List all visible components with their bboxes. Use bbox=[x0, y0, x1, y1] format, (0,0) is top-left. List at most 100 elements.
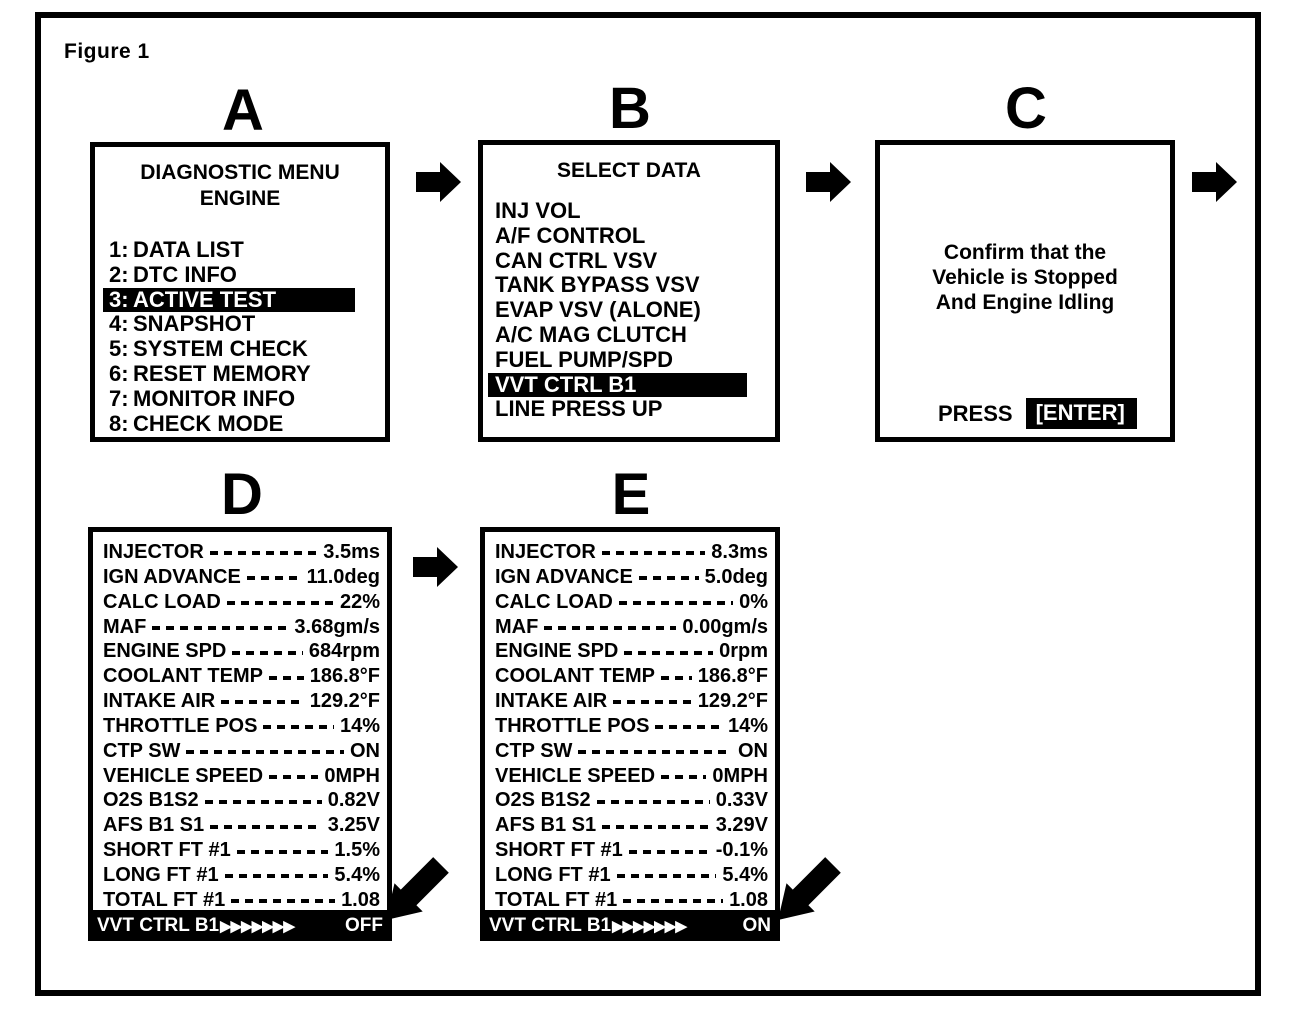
flow-arrow-d-to-e-icon bbox=[413, 547, 458, 587]
row-label: THROTTLE POS bbox=[495, 714, 650, 737]
dash-leader bbox=[661, 775, 707, 780]
menu-item-data-list: 1:DATA LIST bbox=[103, 237, 355, 263]
dash-leader bbox=[628, 849, 710, 854]
row-label: INTAKE AIR bbox=[103, 690, 216, 713]
vvt-status-bar-off: VVT CTRL B1 ▶▶▶▶▶▶▶ OFF bbox=[88, 910, 392, 941]
menu-item-label: ACTIVE TEST bbox=[133, 286, 277, 312]
confirm-message: Confirm that the Vehicle is Stopped And … bbox=[880, 240, 1170, 315]
row-label: LONG FT #1 bbox=[495, 863, 611, 886]
row-value: 1.5% bbox=[334, 839, 380, 862]
dash-leader bbox=[596, 799, 710, 804]
data-row-intake-air: INTAKE AIR 129.2°F bbox=[93, 689, 387, 714]
press-enter-row: PRESS [ENTER] bbox=[938, 398, 1137, 429]
screen-a-title: DIAGNOSTIC MENU ENGINE bbox=[95, 147, 385, 212]
dash-leader bbox=[226, 601, 334, 606]
dash-leader bbox=[152, 625, 289, 630]
data-row-engine-spd: ENGINE SPD 0rpm bbox=[485, 639, 775, 664]
row-value: 684rpm bbox=[308, 640, 380, 663]
step-label-a: A bbox=[222, 78, 264, 143]
dash-leader bbox=[236, 849, 329, 854]
row-value: 0% bbox=[739, 590, 768, 613]
flow-arrow-a-to-b-icon bbox=[416, 162, 461, 202]
row-value: -0.1% bbox=[715, 839, 768, 862]
menu-item-number: 5: bbox=[109, 336, 129, 362]
menu-item-label: DTC INFO bbox=[133, 261, 237, 287]
row-label: SHORT FT #1 bbox=[103, 839, 231, 862]
select-item-fuel-pump-spd: FUEL PUMP/SPD bbox=[495, 346, 674, 372]
enter-key-chip: [ENTER] bbox=[1025, 398, 1137, 429]
vvt-status-bar-on: VVT CTRL B1 ▶▶▶▶▶▶▶ ON bbox=[480, 910, 780, 941]
row-label: ENGINE SPD bbox=[495, 640, 619, 663]
dash-leader bbox=[624, 650, 714, 655]
press-label: PRESS bbox=[938, 400, 1013, 426]
dash-leader bbox=[661, 675, 692, 680]
row-value: 186.8°F bbox=[697, 665, 768, 688]
row-label: CTP SW bbox=[103, 739, 181, 762]
select-item-can-ctrl-vsv: CAN CTRL VSV bbox=[495, 247, 658, 273]
row-value: ON bbox=[350, 739, 380, 762]
row-value: 5.4% bbox=[334, 863, 380, 886]
menu-item-label: SYSTEM CHECK bbox=[133, 336, 308, 362]
status-value: ON bbox=[742, 914, 772, 936]
confirm-message-line3: And Engine Idling bbox=[935, 291, 1115, 314]
row-value: 0rpm bbox=[719, 640, 768, 663]
row-label: IGN ADVANCE bbox=[103, 565, 241, 588]
dash-leader bbox=[638, 576, 699, 581]
row-value: 14% bbox=[339, 714, 380, 737]
row-value: 0.82V bbox=[327, 789, 380, 812]
row-label: THROTTLE POS bbox=[103, 714, 258, 737]
menu-item-label: MONITOR INFO bbox=[133, 385, 296, 411]
step-label-e: E bbox=[611, 462, 651, 527]
screen-b-title: SELECT DATA bbox=[557, 159, 701, 182]
flow-arrow-c-continue-icon bbox=[1192, 162, 1237, 202]
menu-item-label: DATA LIST bbox=[133, 237, 244, 262]
pointer-arrow-vvt-on-icon bbox=[778, 857, 841, 920]
menu-item-number: 8: bbox=[109, 410, 129, 436]
menu-item-number: 2: bbox=[109, 261, 129, 287]
row-label: IGN ADVANCE bbox=[495, 565, 633, 588]
status-arrows-icon: ▶▶▶▶▶▶▶ bbox=[220, 917, 295, 935]
step-label-c: C bbox=[1005, 76, 1047, 141]
menu-item-monitor-info: 7:MONITOR INFO bbox=[103, 385, 355, 412]
dash-leader bbox=[224, 874, 329, 879]
row-value: 11.0deg bbox=[306, 565, 380, 588]
row-value: 186.8°F bbox=[309, 665, 380, 688]
menu-item-reset-memory: 6:RESET MEMORY bbox=[103, 361, 355, 387]
figure-caption: Figure 1 bbox=[64, 40, 150, 63]
dash-leader bbox=[623, 899, 724, 904]
row-label: TOTAL FT #1 bbox=[103, 888, 226, 911]
row-label: AFS B1 S1 bbox=[103, 814, 205, 837]
screen-a-menu-list: 1:DATA LIST 2:DTC INFO 3:ACTIVE TEST 4:S… bbox=[95, 237, 385, 436]
menu-item-dtc-info: 2:DTC INFO bbox=[103, 261, 355, 288]
menu-item-number: 1: bbox=[109, 237, 129, 262]
row-value: 0.33V bbox=[715, 789, 768, 812]
row-value: 129.2°F bbox=[309, 690, 380, 713]
menu-item-number: 7: bbox=[109, 385, 129, 411]
screen-a-title-line2: ENGINE bbox=[199, 187, 281, 210]
data-row-ign-advance: IGN ADVANCE 11.0deg bbox=[93, 565, 387, 590]
data-row-short-ft-1: SHORT FT #1-0.1% bbox=[485, 838, 775, 863]
dash-leader bbox=[232, 650, 303, 655]
data-row-short-ft-1: SHORT FT #1 1.5% bbox=[93, 838, 387, 863]
dash-leader bbox=[578, 750, 732, 755]
dash-leader bbox=[269, 775, 319, 780]
row-label: INTAKE AIR bbox=[495, 690, 608, 713]
select-item-evap-vsv-alone: EVAP VSV (ALONE) bbox=[495, 297, 701, 323]
row-label: CTP SW bbox=[495, 739, 573, 762]
dash-leader bbox=[210, 824, 322, 829]
